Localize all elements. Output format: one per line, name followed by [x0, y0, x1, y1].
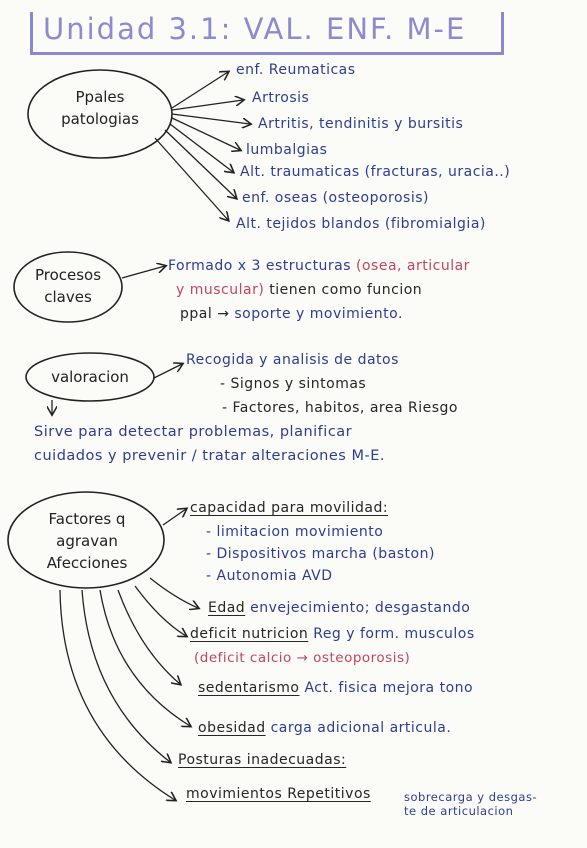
movimientos-text: sobrecarga y desgas- te de articulacion: [404, 790, 537, 818]
bubble-ppales-line2: patologias: [61, 110, 139, 128]
valoracion-line1: Recogida y analisis de datos: [186, 352, 399, 368]
patologia-item: Artritis, tendinitis y bursitis: [258, 116, 464, 132]
procesos-estructuras: Formado x 3 estructuras: [168, 258, 352, 274]
patologia-item: Alt. tejidos blandos (fibromialgia): [236, 216, 486, 232]
bubble-factores-line1: Factores q: [48, 510, 126, 528]
bubble-factores-line3: Afecciones: [46, 554, 128, 572]
edad-heading: Edad: [208, 600, 246, 616]
capacidad-item: - limitacion movimiento: [206, 524, 384, 540]
procesos-line2: y muscular) tienen como funcion: [176, 282, 422, 298]
sedentarismo-text: Act. fisica mejora tono: [304, 680, 474, 696]
bubble-ppales-label: Ppales patologias: [32, 86, 168, 130]
procesos-soporte: soporte y movimiento.: [234, 306, 403, 322]
procesos-line3: ppal → soporte y movimiento.: [180, 306, 403, 322]
arrows-factores: [59, 509, 198, 800]
deficit-heading: deficit nutricion: [190, 626, 309, 642]
bubble-procesos-line1: Procesos: [34, 266, 102, 284]
procesos-funcion: tienen como funcion: [269, 282, 423, 298]
sedentarismo-line: sedentarismo Act. fisica mejora tono: [198, 680, 473, 696]
bubble-valoracion-label: valoracion: [51, 368, 129, 386]
procesos-tipos: (osea, articular: [356, 258, 470, 274]
bubble-procesos: [13, 251, 123, 323]
movimientos-text-line1: sobrecarga y desgas-: [404, 790, 538, 804]
deficit-line: deficit nutricion Reg y form. musculos: [190, 626, 475, 642]
procesos-ppal: ppal →: [180, 306, 230, 322]
movimientos-text-line2: te de articulacion: [404, 804, 514, 818]
valoracion-line4: Sirve para detectar problemas, planifica…: [34, 424, 353, 440]
sedentarismo-heading: sedentarismo: [198, 680, 300, 696]
bubble-ppales-line1: Ppales: [75, 88, 125, 106]
obesidad-line: obesidad carga adicional articula.: [198, 720, 451, 736]
patologia-item: lumbalgias: [246, 142, 328, 158]
procesos-muscular: y muscular): [176, 282, 265, 298]
patologia-item: Alt. traumaticas (fracturas, uracia..): [240, 164, 511, 180]
patologia-item: enf. oseas (osteoporosis): [242, 190, 429, 206]
edad-text: envejecimiento; desgastando: [250, 600, 471, 616]
capacidad-item: - Autonomia AVD: [206, 568, 333, 584]
patologia-item: Artrosis: [252, 90, 310, 106]
obesidad-heading: obesidad: [198, 720, 266, 736]
capacidad-item: - Dispositivos marcha (baston): [206, 546, 435, 562]
posturas-heading: Posturas inadecuadas:: [178, 752, 347, 768]
valoracion-line3: - Factores, habitos, area Riesgo: [222, 400, 458, 416]
bubble-valoracion: [25, 352, 155, 402]
patologia-item: enf. Reumaticas: [236, 62, 356, 78]
deficit-red: (deficit calcio → osteoporosis): [194, 650, 411, 666]
bubble-factores-line2: agravan: [56, 532, 118, 550]
page-title: Unidad 3.1: VAL. ENF. M-E: [43, 12, 467, 46]
obesidad-text: carga adicional articula.: [270, 720, 452, 736]
title-box: Unidad 3.1: VAL. ENF. M-E: [30, 12, 504, 55]
procesos-line1: Formado x 3 estructuras (osea, articular: [168, 258, 470, 274]
movimientos-heading: movimientos Repetitivos: [186, 786, 371, 802]
deficit-text: Reg y form. musculos: [313, 626, 475, 642]
arrows-patologias: [154, 72, 250, 220]
valoracion-line2: - Signos y sintomas: [220, 376, 367, 392]
bubble-factores-label: Factores q agravan Afecciones: [12, 508, 162, 574]
edad-line: Edad envejecimiento; desgastando: [208, 600, 470, 616]
valoracion-line5: cuidados y prevenir / tratar alteracione…: [34, 448, 385, 464]
bubble-factores: [7, 491, 165, 589]
bubble-procesos-line2: claves: [44, 288, 92, 306]
bubble-procesos-label: Procesos claves: [16, 264, 120, 308]
capacidad-heading: capacidad para movilidad:: [190, 500, 389, 516]
